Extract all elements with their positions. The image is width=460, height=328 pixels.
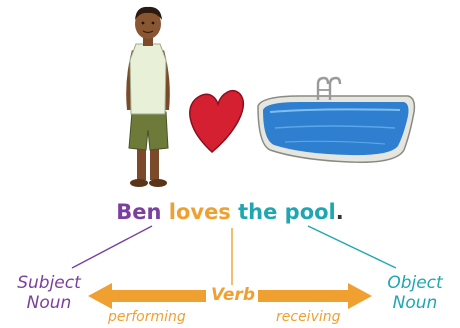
sentence-object: the pool — [238, 200, 336, 224]
subject-noun-label: Subject Noun — [9, 273, 89, 313]
subject-label-line1: Subject — [17, 273, 81, 293]
subject-connector — [71, 225, 153, 269]
object-label-line1: Object — [387, 273, 443, 293]
object-noun-label: Object Noun — [372, 273, 458, 313]
boy-illustration — [126, 6, 170, 187]
subject-label-line2: Noun — [26, 293, 72, 313]
performing-arrow — [88, 283, 206, 309]
receiving-arrow — [258, 283, 372, 309]
sentence-subject: Ben — [116, 200, 162, 224]
object-connector — [307, 225, 397, 269]
sentence-period: . — [335, 200, 344, 224]
heart-icon — [189, 90, 245, 153]
verb-label: Verb — [210, 285, 255, 305]
performing-label: performing — [108, 309, 186, 325]
sentence-verb: loves — [168, 200, 231, 224]
pool-illustration — [257, 76, 416, 163]
object-label-line2: Noun — [392, 293, 438, 313]
example-sentence: Ben loves the pool. — [0, 198, 460, 226]
receiving-label: receiving — [276, 309, 341, 325]
